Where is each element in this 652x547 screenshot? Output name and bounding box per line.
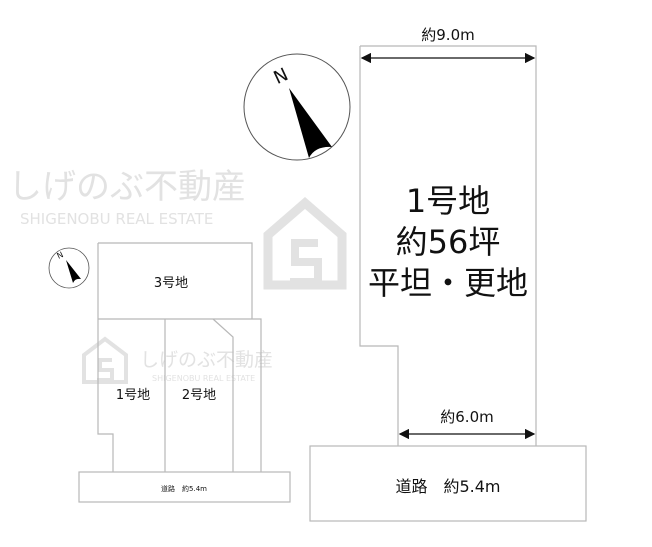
lot-1-label: 1号地: [116, 388, 150, 403]
house-logo-icon: [82, 336, 128, 384]
watermark-sub: SHIGENOBU REAL ESTATE: [20, 210, 213, 228]
watermark-name: しげのぶ不動産: [140, 349, 273, 371]
lot-note: 平坦・更地: [368, 264, 528, 302]
lot-title: 1号地: [406, 182, 490, 220]
road-label: 道路 約5.4m: [161, 484, 207, 493]
watermark-large: しげのぶ不動産 SHIGENOBU REAL ESTATE: [8, 167, 347, 290]
main-plot: 約9.0m 1号地 約56坪 平坦・更地 約6.0m 道路 約5.4m: [309, 26, 587, 522]
top-width-label: 約9.0m: [421, 26, 474, 44]
lot-2-label: 2号地: [182, 388, 216, 403]
north-arrow-icon: [289, 88, 332, 158]
frontage-label: 約6.0m: [440, 408, 493, 426]
north-label: N: [270, 64, 291, 89]
north-compass: N: [243, 53, 351, 161]
overview-map: N 3号地 1号地 2号地 道路 約5.4m: [48, 242, 291, 503]
watermark-name: しげのぶ不動産: [8, 167, 246, 207]
house-logo-icon: [263, 197, 347, 290]
watermark-sub: SHIGENOBU REAL ESTATE: [152, 374, 255, 383]
lot-area: 約56坪: [396, 223, 501, 261]
road: [309, 445, 587, 522]
road-label: 道路 約5.4m: [395, 477, 500, 496]
north-arrow-icon: [66, 260, 81, 283]
lot-3-label: 3号地: [154, 276, 188, 291]
road: [78, 471, 291, 503]
north-label: N: [56, 250, 65, 261]
watermark-small: しげのぶ不動産 SHIGENOBU REAL ESTATE: [82, 336, 273, 384]
